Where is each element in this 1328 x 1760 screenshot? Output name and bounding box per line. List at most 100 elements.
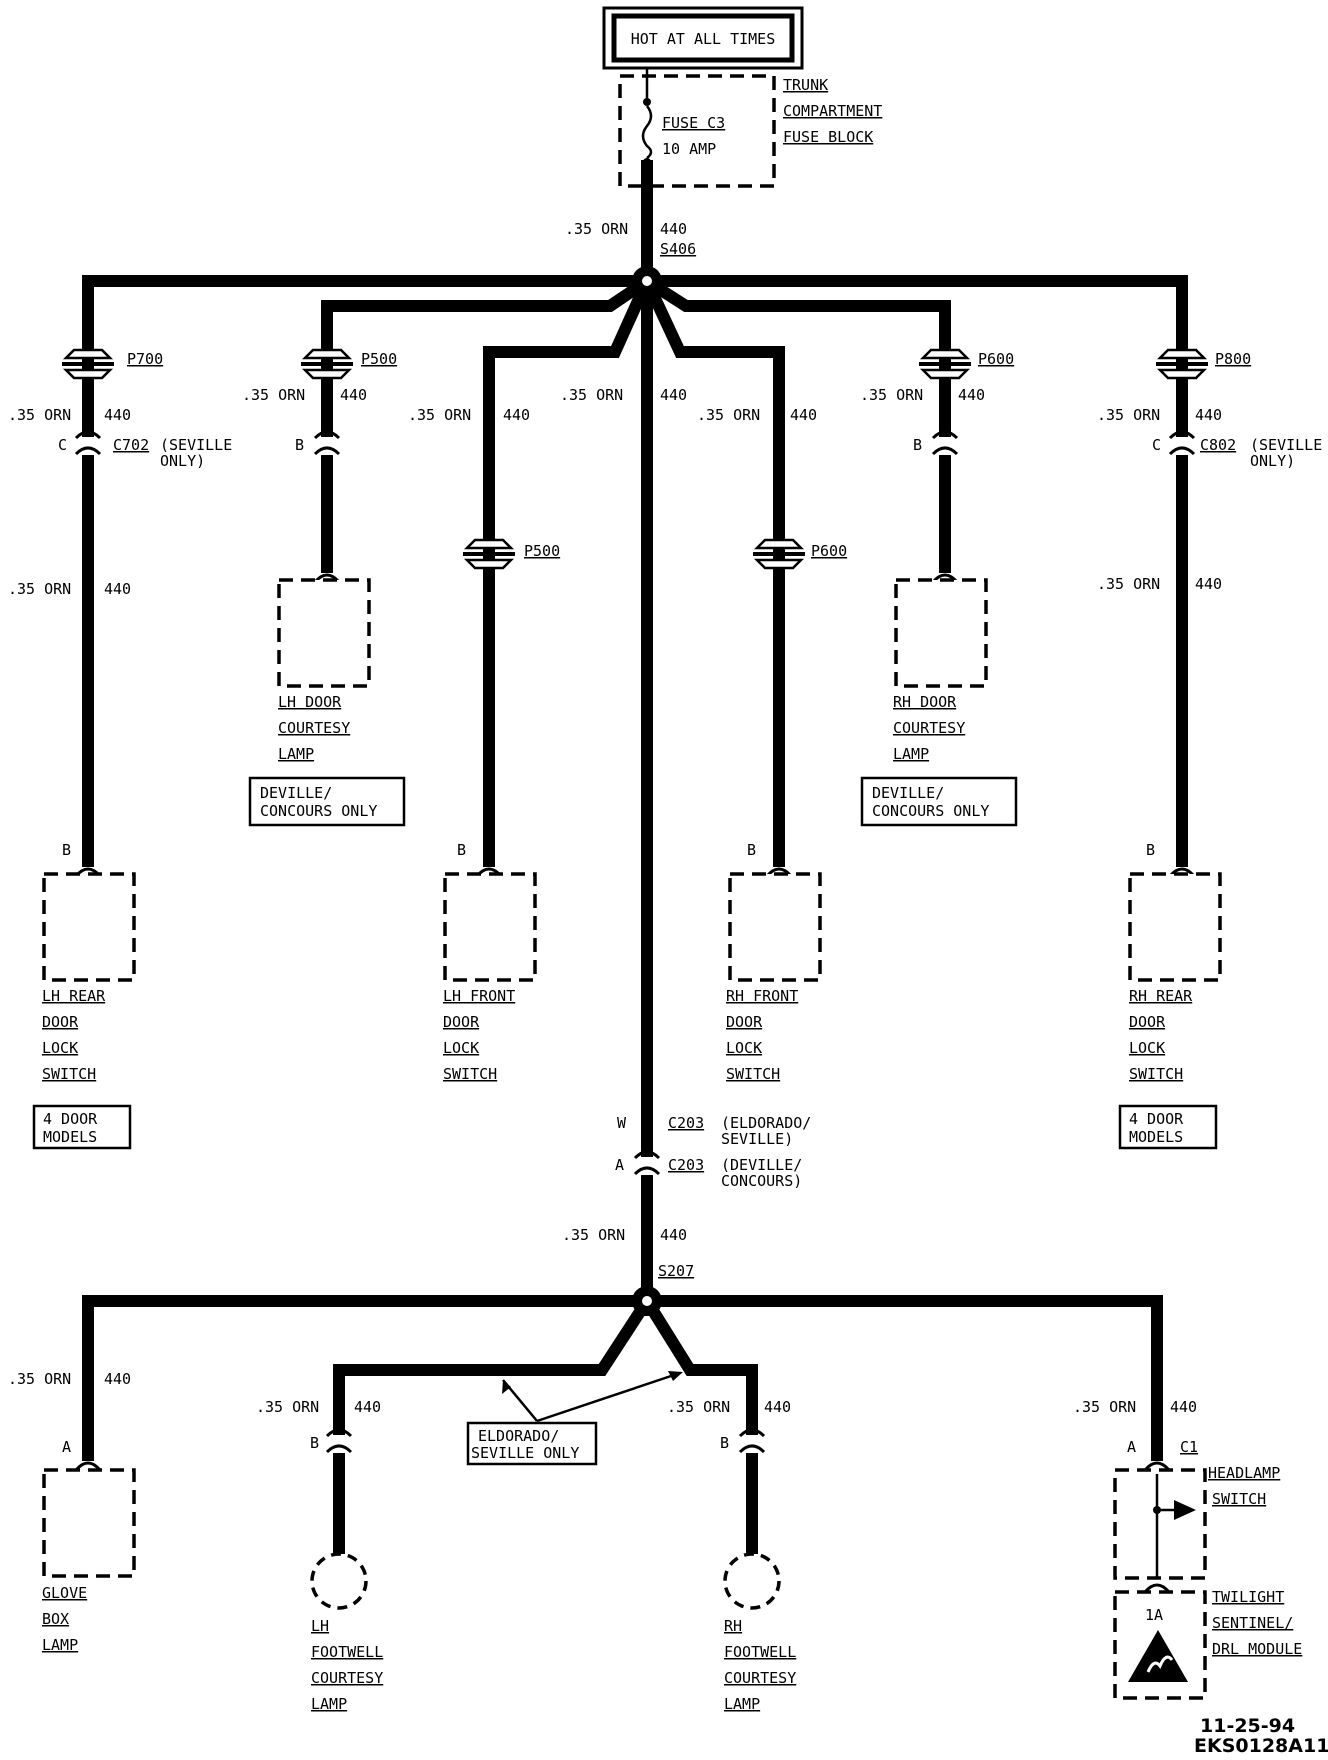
diagram-label: MODELS — [43, 1128, 97, 1146]
diagram-label: C — [1152, 436, 1161, 454]
rh-footwell-lamp — [723, 1552, 781, 1610]
diagram-label: SWITCH — [42, 1065, 96, 1083]
diagram-label: B — [1146, 841, 1155, 859]
diagram-label: GLOVE — [42, 1584, 87, 1602]
diagram-label: HEADLAMP — [1208, 1464, 1280, 1482]
diagram-label: W — [617, 1114, 627, 1132]
hot-at-all-times-box: HOT AT ALL TIMES — [602, 6, 804, 70]
wire-circuit-main: 440 — [660, 220, 687, 238]
diagram-label: 440 — [340, 386, 367, 404]
passthrough-p600-upper — [917, 348, 973, 380]
diagram-label: P700 — [127, 350, 163, 368]
diagram-label: 440 — [104, 406, 131, 424]
diagram-label: B — [62, 841, 71, 859]
diagram-label: P600 — [811, 542, 847, 560]
passthrough-p500-lower — [461, 538, 517, 570]
diagram-label: COURTESY — [724, 1669, 796, 1687]
diagram-label: 440 — [104, 580, 131, 598]
diagram-label: (ELDORADO/ — [721, 1114, 811, 1132]
diagram-label: DOOR — [1129, 1013, 1166, 1031]
diagram-label: SEVILLE ONLY — [471, 1444, 579, 1462]
diagram-label: A — [62, 1438, 71, 1456]
diagram-label: 440 — [790, 406, 817, 424]
splice-s406: S406 — [660, 240, 696, 258]
diagram-label: ONLY) — [160, 452, 205, 470]
diagram-label: .35 ORN — [1073, 1398, 1136, 1416]
diagram-label: LAMP — [724, 1695, 760, 1713]
eldorado-note: ELDORADO/ SEVILLE ONLY — [466, 1371, 683, 1466]
diagram-label: DEVILLE/ — [260, 784, 332, 802]
diagram-label: 440 — [104, 1370, 131, 1388]
rh-rear-door-lock-switch — [1128, 872, 1222, 982]
diagram-label: 440 — [958, 386, 985, 404]
fuse-block-label-3: FUSE BLOCK — [783, 128, 873, 146]
lh-rear-door-lock-switch — [42, 872, 136, 982]
diagram-label: SWITCH — [443, 1065, 497, 1083]
power-label: HOT AT ALL TIMES — [631, 30, 776, 48]
diagram-label: B — [913, 436, 922, 454]
lh-front-door-lock-switch — [443, 872, 537, 982]
diagram-label: .35 ORN — [8, 406, 71, 424]
diagram-label: .35 ORN — [1097, 575, 1160, 593]
diagram-label: .35 ORN — [8, 1370, 71, 1388]
diagram-label: RH DOOR — [893, 693, 957, 711]
diagram-label: SWITCH — [726, 1065, 780, 1083]
footer-code: EKS0128A11 — [1194, 1735, 1328, 1757]
diagram-label: 4 DOOR — [1129, 1110, 1184, 1128]
electrostatic-warning-icon — [1128, 1630, 1188, 1682]
diagram-label: CONCOURS ONLY — [872, 802, 989, 820]
diagram-label: .35 ORN — [1097, 406, 1160, 424]
diagram-label: 440 — [354, 1398, 381, 1416]
rh-door-courtesy-lamp — [894, 578, 988, 688]
diagram-label: .35 ORN — [560, 386, 623, 404]
diagram-label: DEVILLE/ — [872, 784, 944, 802]
headlamp-switch: HEADLAMP SWITCH — [1113, 1464, 1280, 1580]
diagram-label: BOX — [42, 1610, 69, 1628]
passthrough-p600-lower — [751, 538, 807, 570]
rh-front-door-lock-switch — [728, 872, 822, 982]
diagram-label: 440 — [503, 406, 530, 424]
lh-footwell-lamp — [310, 1552, 368, 1610]
diagram-label: SWITCH — [1129, 1065, 1183, 1083]
diagram-label: (DEVILLE/ — [721, 1156, 802, 1174]
diagram-label: COURTESY — [278, 719, 350, 737]
diagram-label: 440 — [1195, 575, 1222, 593]
diagram-label: 440 — [1195, 406, 1222, 424]
diagram-label: .35 ORN — [667, 1398, 730, 1416]
diagram-label: 440 — [660, 1226, 687, 1244]
diagram-label: FOOTWELL — [311, 1643, 383, 1661]
diagram-label: C203 — [668, 1156, 704, 1174]
diagram-label: P800 — [1215, 350, 1251, 368]
passthrough-p800 — [1154, 348, 1210, 380]
diagram-label: .35 ORN — [860, 386, 923, 404]
diagram-label: LOCK — [1129, 1039, 1165, 1057]
diagram-label: MODELS — [1129, 1128, 1183, 1146]
glove-box-lamp — [42, 1468, 136, 1578]
diagram-label: .35 ORN — [408, 406, 471, 424]
diagram-label: 440 — [1170, 1398, 1197, 1416]
diagram-label: RH FRONT — [726, 987, 798, 1005]
diagram-label: LAMP — [311, 1695, 347, 1713]
diagram-label: B — [457, 841, 466, 859]
diagram-label: 440 — [660, 386, 687, 404]
diagram-label: LH — [311, 1617, 329, 1635]
diagram-label: LH REAR — [42, 987, 106, 1005]
diagram-label: LH FRONT — [443, 987, 515, 1005]
diagram-label: LAMP — [42, 1636, 78, 1654]
diagram-label: FOOTWELL — [724, 1643, 796, 1661]
diagram-label: LAMP — [893, 745, 929, 763]
twilight-sentinel-module: 1A TWILIGHT SENTINEL/ DRL MODULE — [1113, 1588, 1302, 1700]
diagram-label: LAMP — [278, 745, 314, 763]
diagram-label: .35 ORN — [242, 386, 305, 404]
deville-note-left — [248, 776, 406, 827]
diagram-label: SWITCH — [1212, 1490, 1266, 1508]
diagram-label: (SEVILLE — [160, 436, 232, 454]
connector-labels: P700 P500 P600 P800 P500 P600 C C702 (SE… — [58, 350, 1322, 1456]
passthrough-p700 — [60, 348, 116, 380]
four-door-note-right — [1118, 1104, 1218, 1150]
diagram-label: DOOR — [726, 1013, 763, 1031]
diagram-label: SENTINEL/ — [1212, 1614, 1293, 1632]
diagram-label: C1 — [1180, 1438, 1198, 1456]
diagram-label: CONCOURS) — [721, 1172, 802, 1190]
fuse-name: FUSE C3 — [662, 114, 725, 132]
